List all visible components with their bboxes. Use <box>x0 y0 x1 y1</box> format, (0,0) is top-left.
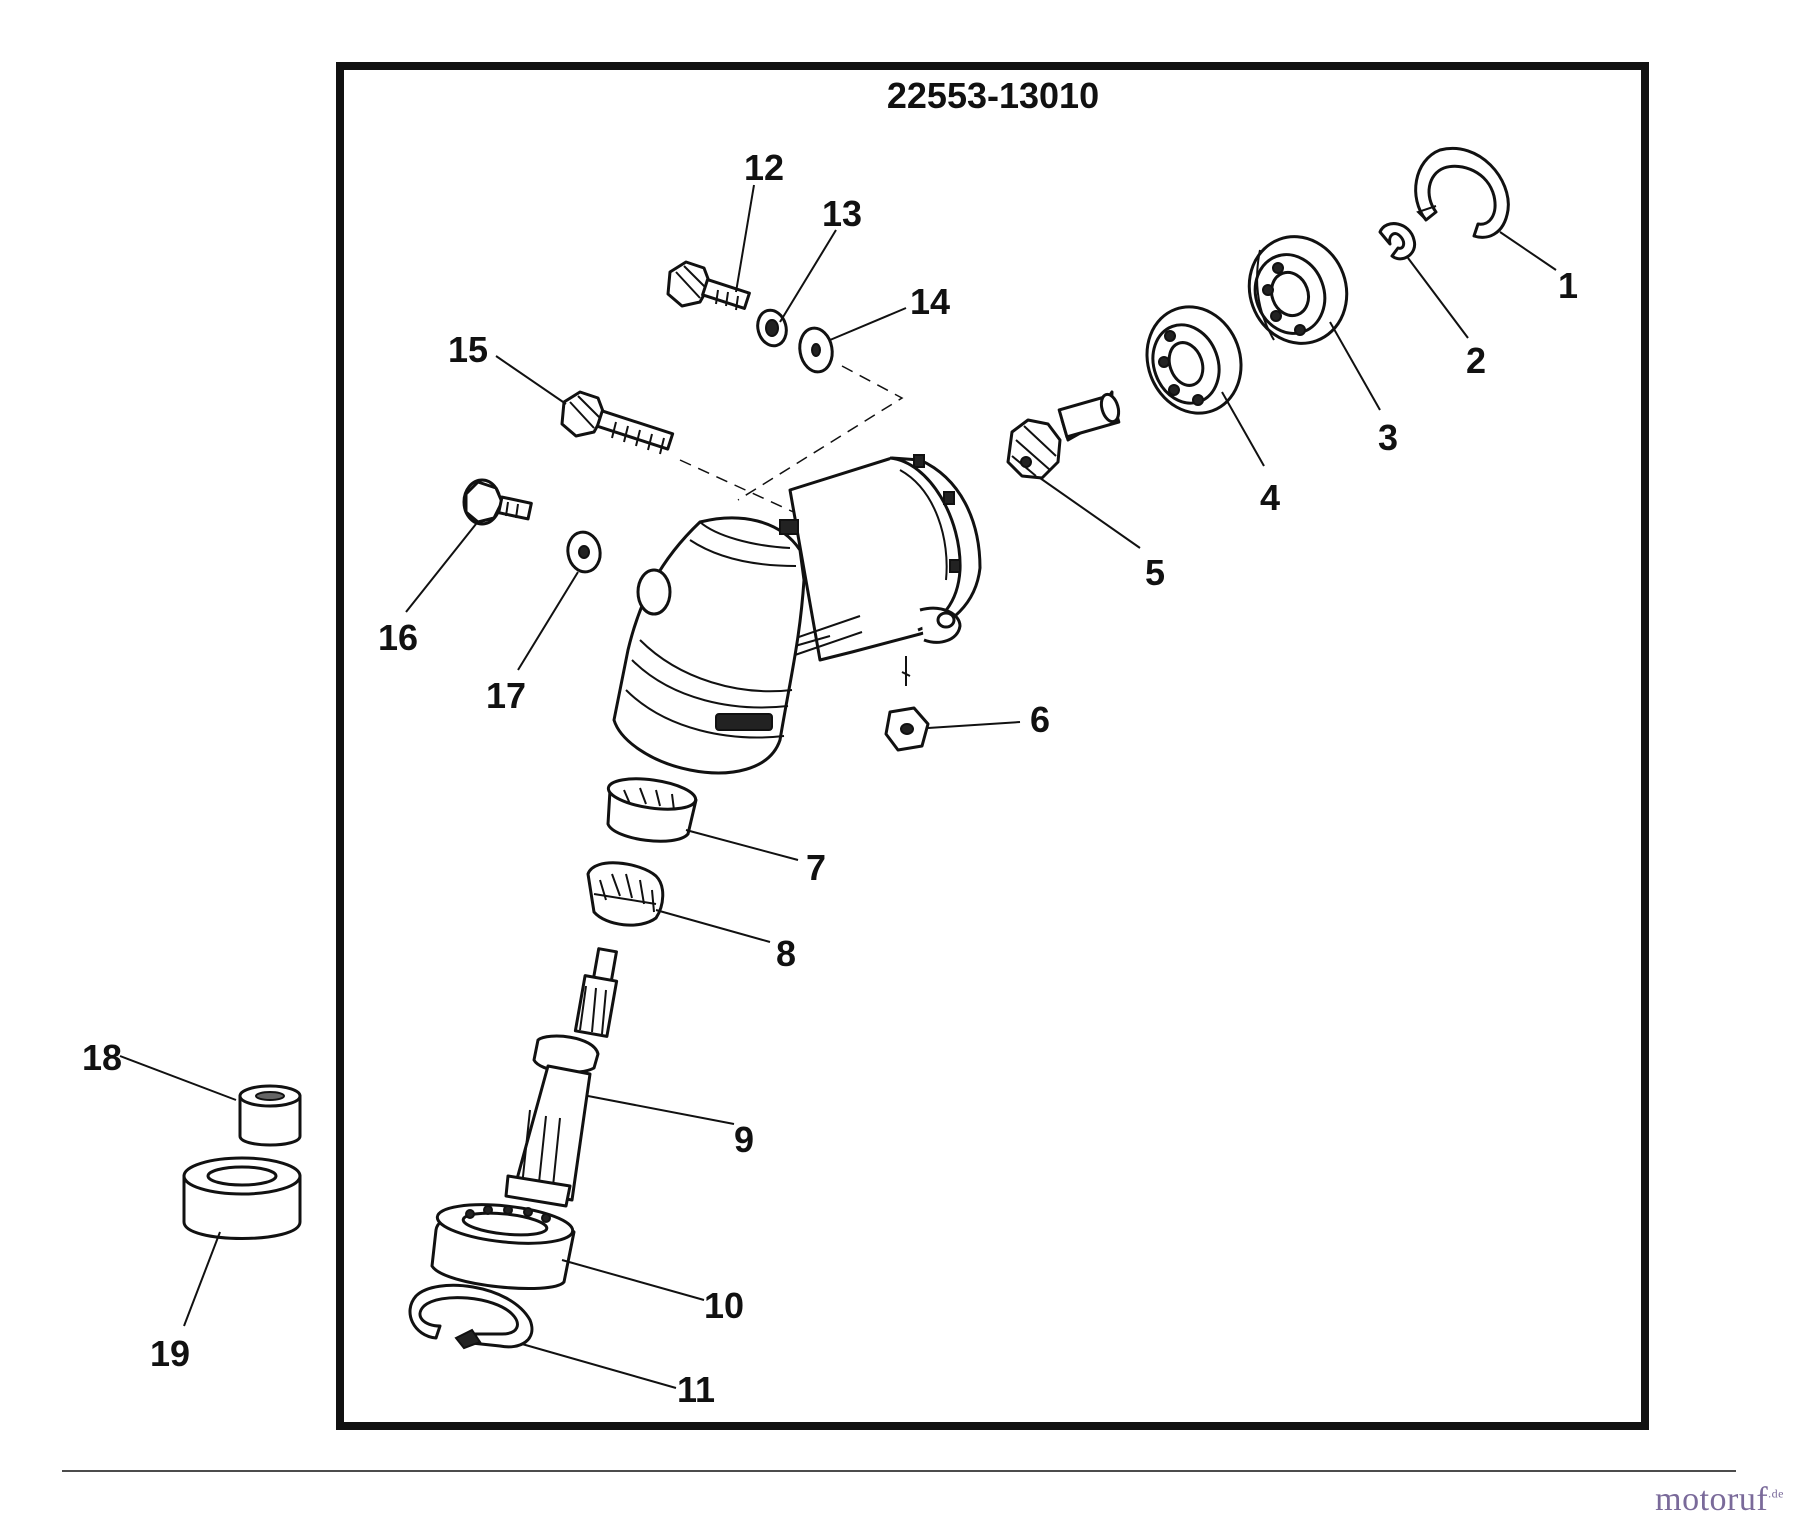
label-19: 19 <box>150 1333 190 1374</box>
leader-2 <box>1407 257 1469 339</box>
leader-6 <box>927 721 1021 729</box>
part-19-collar <box>182 1156 302 1240</box>
label-9: 9 <box>734 1119 754 1160</box>
leader-14 <box>829 307 907 341</box>
label-5: 5 <box>1145 552 1165 593</box>
label-2: 2 <box>1466 340 1486 381</box>
part-4-bearing <box>1145 305 1243 415</box>
part-11-circlip <box>408 1283 534 1350</box>
part-9-spindle <box>504 947 619 1208</box>
label-10: 10 <box>704 1285 744 1326</box>
leader-19 <box>183 1231 221 1327</box>
part-2-clip <box>1378 222 1417 261</box>
leader-7 <box>685 829 799 861</box>
leader-18 <box>119 1055 237 1101</box>
part-15-bolt <box>560 390 675 455</box>
label-11: 11 <box>677 1369 715 1410</box>
label-17: 17 <box>486 675 526 716</box>
label-6: 6 <box>1030 699 1050 740</box>
leader-10 <box>561 1259 705 1301</box>
part-number-title: 22553-13010 <box>887 75 1099 116</box>
leader-3 <box>1329 321 1381 411</box>
label-1: 1 <box>1558 265 1578 306</box>
label-8: 8 <box>776 933 796 974</box>
label-14: 14 <box>910 281 950 322</box>
leader-16 <box>405 523 477 613</box>
part-18-bushing <box>238 1084 302 1147</box>
label-13: 13 <box>822 193 862 234</box>
part-6-nut <box>884 656 930 752</box>
diagram-frame <box>336 62 1649 1430</box>
part-16-screw <box>462 478 533 526</box>
part-5-pinion-gear <box>1006 390 1121 480</box>
label-12: 12 <box>744 147 784 188</box>
leader-5 <box>1039 477 1141 549</box>
part-8-bevel-gear <box>586 861 665 927</box>
leader-11 <box>521 1343 677 1389</box>
part-13-lock-washer <box>756 308 788 348</box>
label-3: 3 <box>1378 417 1398 458</box>
part-7-needle-bearing <box>606 777 698 843</box>
label-16: 16 <box>378 617 418 658</box>
gear-housing <box>612 454 982 775</box>
leader-12 <box>735 184 755 293</box>
part-1-circlip <box>1414 147 1510 239</box>
part-12-bolt <box>666 260 751 311</box>
watermark-logo: motoruf.de <box>1655 1481 1784 1518</box>
part-3-bearing <box>1247 235 1349 345</box>
assembly-dashed-line <box>679 365 904 516</box>
part-14-washer <box>798 326 834 374</box>
label-15: 15 <box>448 329 488 370</box>
label-4: 4 <box>1260 477 1280 518</box>
leader-4 <box>1221 391 1265 467</box>
leader-1 <box>1499 231 1557 271</box>
leader-17 <box>517 571 579 671</box>
leader-9 <box>587 1095 735 1125</box>
leader-8 <box>655 909 771 943</box>
label-7: 7 <box>806 847 826 888</box>
part-10-bearing <box>430 1203 576 1291</box>
leader-13 <box>779 229 837 323</box>
leader-15 <box>495 355 567 405</box>
part-17-washer <box>566 530 602 574</box>
label-18: 18 <box>82 1037 122 1078</box>
